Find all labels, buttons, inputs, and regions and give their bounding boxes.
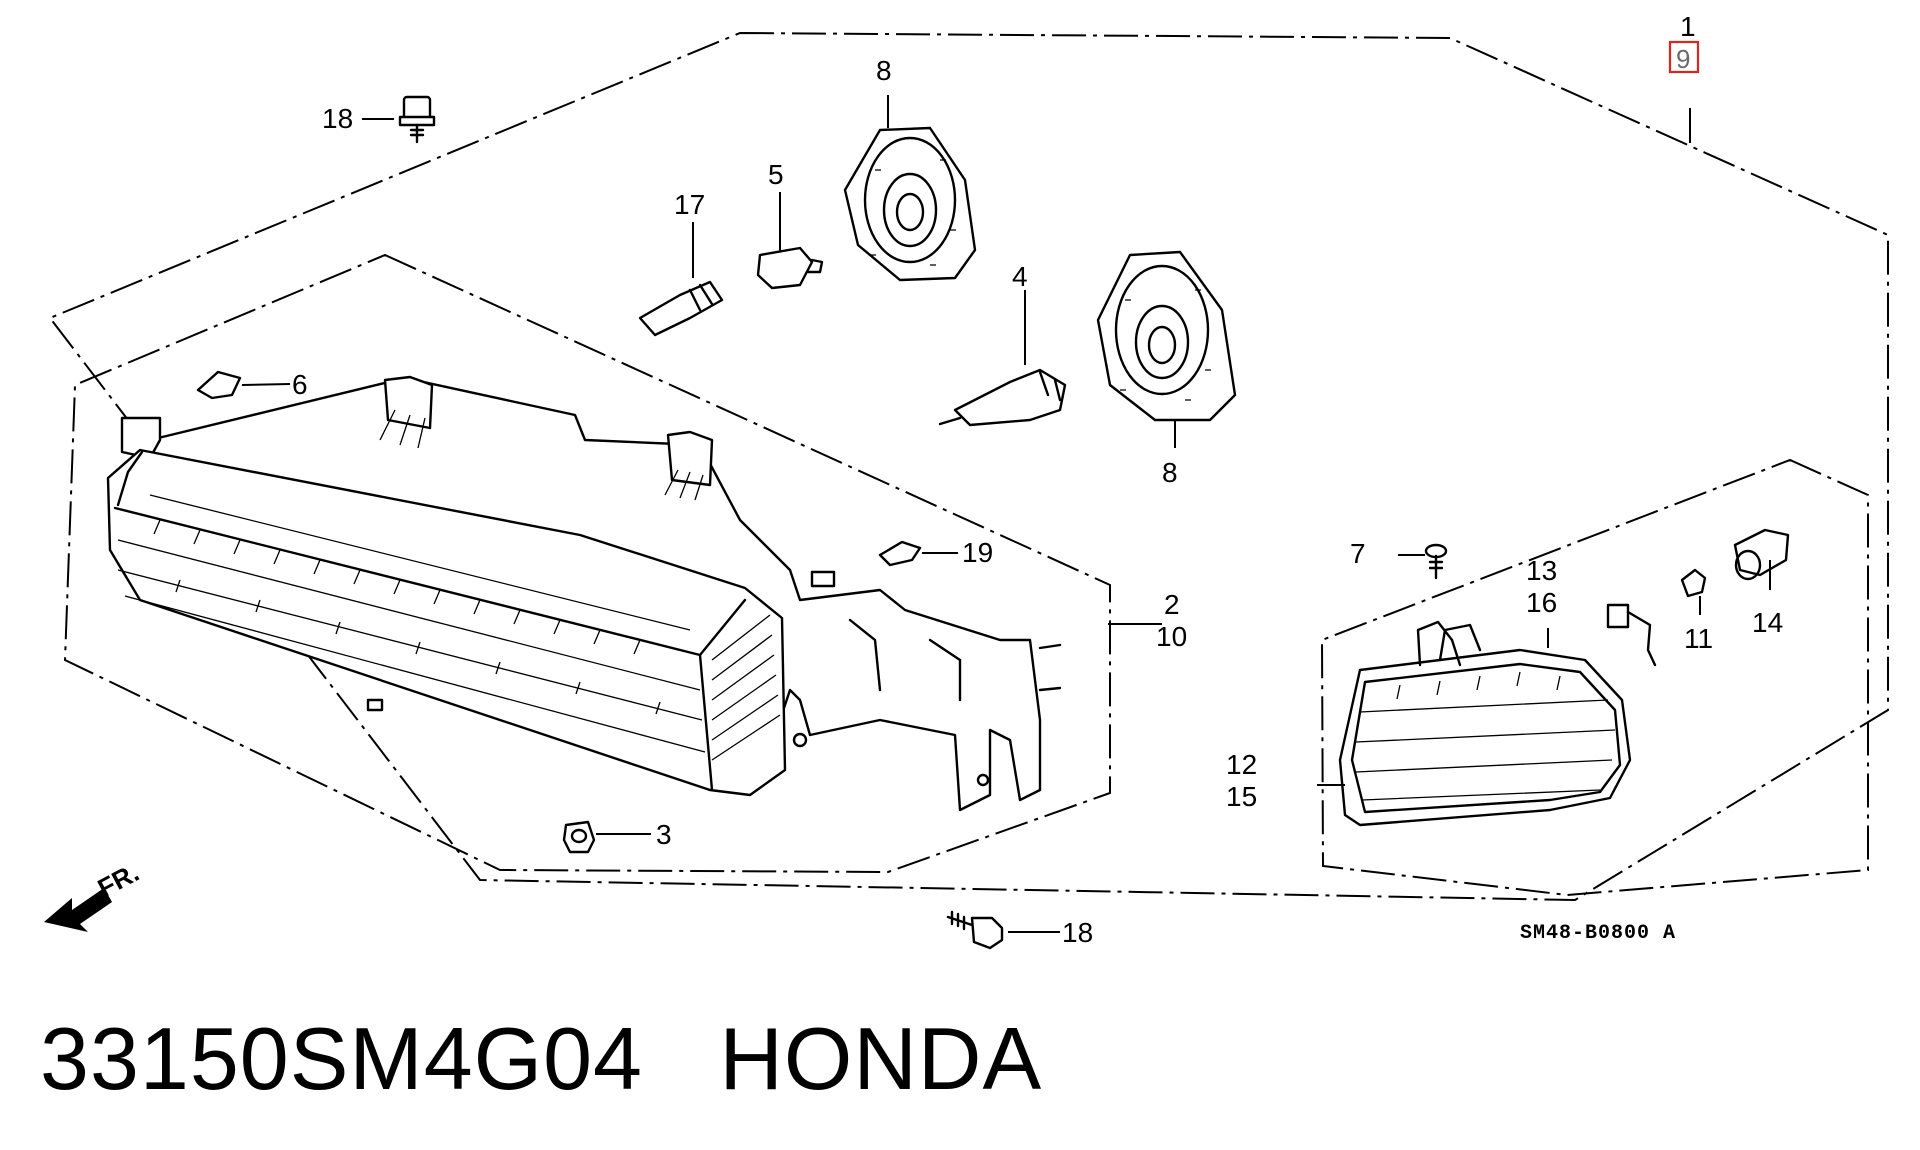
callout-4: 4: [1012, 261, 1028, 292]
part-number-line: 33150SM4G04 HONDA: [40, 1008, 1042, 1110]
callout-5: 5: [768, 159, 784, 190]
callout-6: 6: [292, 369, 308, 400]
connector-bracket: [1606, 603, 1657, 667]
callout-19: 19: [962, 537, 993, 568]
socket-cover-lower: [1096, 250, 1237, 422]
nut-3: [562, 820, 596, 854]
socket-14: [1733, 528, 1790, 581]
callout-12: 12: [1226, 749, 1257, 780]
screw-7: [1424, 543, 1448, 580]
headlight-group-boundary: [63, 253, 1111, 874]
callout-18-lower: 18: [1062, 917, 1093, 948]
callout-18-upper: 18: [322, 103, 353, 134]
callout-8-upper: 8: [876, 55, 892, 86]
callout-17: 17: [674, 189, 705, 220]
callout-2: 2: [1164, 589, 1180, 620]
bulb-17: [638, 280, 724, 337]
front-direction-arrow-icon: [44, 888, 112, 932]
callout-15: 15: [1226, 781, 1257, 812]
brand-name: HONDA: [719, 1009, 1043, 1108]
bulb-11: [1680, 568, 1707, 598]
callout-8-lower: 8: [1162, 457, 1178, 488]
socket-cover-upper: [843, 126, 977, 282]
diagram-code: SM48-B0800 A: [1520, 922, 1676, 945]
part-number: 33150SM4G04: [40, 1009, 643, 1108]
callout-1: 1: [1680, 11, 1696, 42]
callout-16: 16: [1526, 587, 1557, 618]
callout-9-highlighted: 9: [1676, 44, 1690, 74]
callout-10: 10: [1156, 621, 1187, 652]
bolt-upper-18: [398, 95, 436, 144]
callout-13: 13: [1526, 555, 1557, 586]
socket-5: [756, 246, 824, 290]
headlight-housing: [106, 375, 1062, 812]
corner-light-group-boundary: [1320, 458, 1869, 897]
callout-11: 11: [1684, 623, 1713, 654]
clip-6: [196, 370, 242, 400]
bolt-lower-18: [946, 910, 1004, 950]
callout-3: 3: [656, 819, 672, 850]
callout-14: 14: [1752, 607, 1783, 638]
callout-7: 7: [1350, 538, 1366, 569]
bulb-4: [938, 368, 1067, 427]
highlight-box-9: [1668, 40, 1700, 74]
clip-19: [878, 540, 922, 567]
corner-light-lens: [1338, 620, 1632, 827]
